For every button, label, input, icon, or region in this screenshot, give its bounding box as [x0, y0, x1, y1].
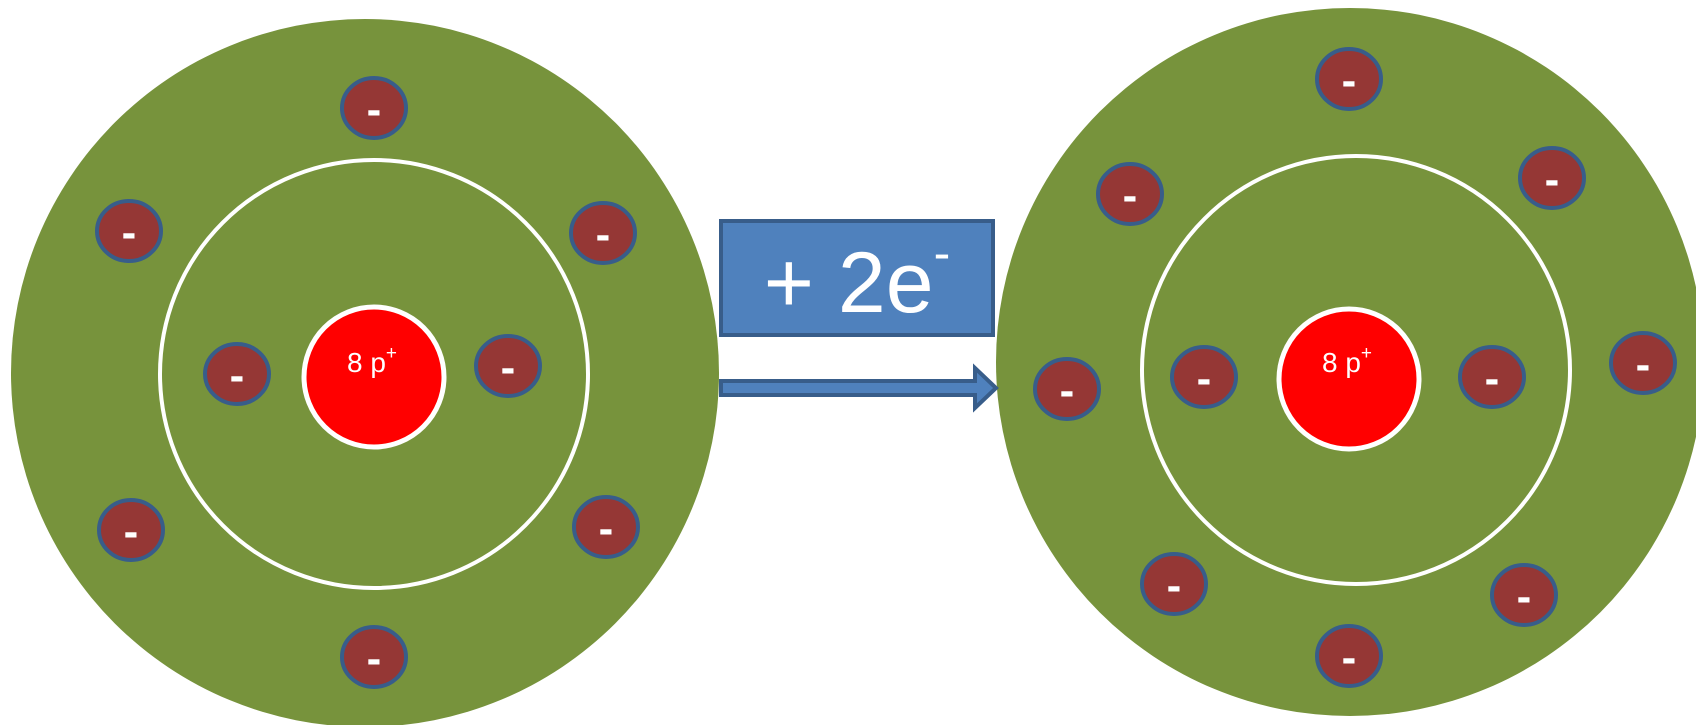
right-arrow-icon [719, 363, 999, 413]
right-atom: 8 p+ - - - - - - - - - - [996, 8, 1696, 716]
left-atom-nucleus [301, 304, 447, 450]
left-inner-electron: - [203, 342, 271, 406]
electron-sign: - [1060, 366, 1075, 415]
electron-sign: - [124, 507, 139, 556]
right-inner-electron: - [1458, 345, 1526, 409]
left-atom-inner-orbit [158, 158, 590, 590]
left-atom-nucleus-label: 8 p+ [347, 343, 397, 378]
electron-sign: - [1545, 155, 1560, 204]
electron-sign: - [1123, 171, 1138, 220]
reaction-box-background [719, 219, 995, 337]
electron-sign: - [596, 210, 611, 259]
right-outer-electron: - [1490, 563, 1558, 627]
electron-sign: - [230, 351, 245, 400]
right-atom-inner-orbit [1140, 154, 1572, 586]
right-atom-electrons: - - - - - - - - - - [1033, 47, 1677, 688]
right-inner-electron: - [1170, 345, 1238, 409]
left-outer-electron: - [572, 495, 640, 559]
electron-sign: - [1636, 340, 1651, 389]
electron-sign: - [122, 208, 137, 257]
electron-sign: - [367, 634, 382, 683]
right-outer-electron: - [1609, 331, 1677, 395]
electron-sign: - [501, 343, 516, 392]
electron-sign: - [599, 504, 614, 553]
left-outer-electron: - [95, 199, 163, 263]
right-outer-electron: - [1033, 357, 1101, 421]
right-outer-electron: - [1315, 624, 1383, 688]
left-outer-electron: - [340, 625, 408, 689]
left-atom-electrons: - - - - - - - - [95, 76, 640, 689]
electron-sign: - [367, 85, 382, 134]
left-outer-electron: - [340, 76, 408, 140]
electron-sign: - [1517, 572, 1532, 621]
left-outer-electron: - [569, 201, 637, 265]
electron-sign: - [1342, 633, 1357, 682]
right-outer-electron: - [1096, 162, 1164, 226]
right-atom-nucleus-charge: + [1361, 343, 1372, 364]
left-outer-electron: - [97, 498, 165, 562]
electron-sign: - [1485, 354, 1500, 403]
right-atom-nucleus-label: 8 p+ [1322, 343, 1372, 378]
right-atom-nucleus [1276, 306, 1422, 452]
electron-sign: - [1197, 354, 1212, 403]
left-inner-electron: - [474, 334, 542, 398]
right-outer-electron: - [1315, 47, 1383, 111]
electron-sign: - [1167, 561, 1182, 610]
electron-sign: - [1342, 56, 1357, 105]
left-atom-nucleus-charge: + [386, 343, 397, 364]
reaction-label-text: + 2e- [764, 225, 950, 331]
right-outer-electron: - [1140, 552, 1208, 616]
reaction-label-prefix: + 2e [764, 235, 934, 331]
right-outer-electron: - [1518, 146, 1586, 210]
reaction-label-superscript: - [934, 225, 951, 281]
left-atom: 8 p+ - - - - - - - - [11, 19, 719, 725]
reaction-label-box: + 2e- [719, 219, 995, 337]
